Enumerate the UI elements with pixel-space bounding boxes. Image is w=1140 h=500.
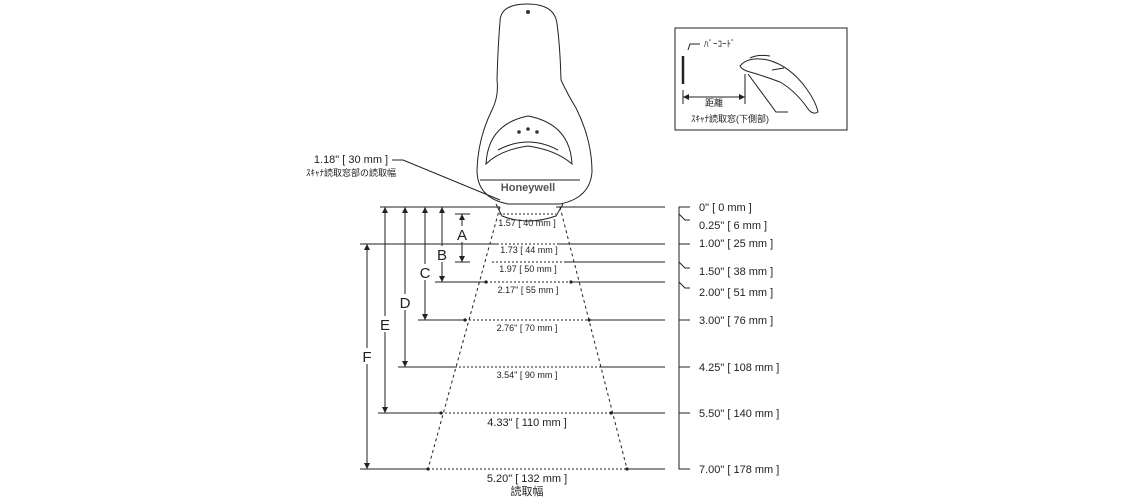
range-label-f: F — [362, 349, 371, 366]
width-label-8: 5.20" [ 132 mm ] — [487, 473, 567, 485]
width-label-4: 2.17" [ 55 mm ] — [498, 285, 559, 295]
scanner-illustration — [476, 3, 593, 222]
range-label-e: E — [380, 317, 390, 334]
window-width-leader — [392, 159, 501, 201]
width-label-2: 1.73 [ 44 mm ] — [500, 245, 558, 255]
distance-label-2: 1.00" [ 25 mm ] — [699, 238, 773, 250]
distance-label-8: 7.00" [ 178 mm ] — [699, 464, 779, 476]
width-label-6: 3.54" [ 90 mm ] — [497, 370, 558, 380]
range-label-d: D — [400, 295, 411, 312]
distance-label-1: 0.25" [ 6 mm ] — [699, 220, 767, 232]
distance-extension-lines — [556, 206, 665, 470]
window-width-label: 1.18" [ 30 mm ] — [314, 154, 388, 166]
distance-label-6: 4.25" [ 108 mm ] — [699, 362, 779, 374]
width-label-1: 1.57 [ 40 mm ] — [498, 218, 556, 228]
distance-label-7: 5.50" [ 140 mm ] — [699, 408, 779, 420]
read-width-caption: 読取幅 — [511, 484, 544, 498]
width-label-3: 1.97 [ 50 mm ] — [499, 264, 557, 274]
range-dimensions — [360, 206, 500, 470]
window-width-caption: ｽｷｬﾅ読取窓部の読取幅 — [306, 167, 396, 178]
brand-logo: Honeywell — [501, 182, 555, 194]
distance-label-3: 1.50" [ 38 mm ] — [699, 266, 773, 278]
inset-window-label: ｽｷｬﾅ読取窓(下側部) — [691, 113, 769, 124]
range-label-c: C — [420, 265, 431, 282]
inset-distance-label: 距離 — [705, 97, 723, 108]
distance-scale — [678, 206, 690, 470]
width-label-7: 4.33" [ 110 mm ] — [487, 417, 567, 429]
inset-figure — [674, 27, 848, 131]
distance-label-4: 2.00" [ 51 mm ] — [699, 287, 773, 299]
width-label-5: 2.76" [ 70 mm ] — [497, 323, 558, 333]
range-label-a: A — [457, 227, 467, 244]
inset-barcode-label: ﾊﾞｰｺｰﾄﾞ — [704, 39, 736, 49]
distance-label-0: 0" [ 0 mm ] — [699, 202, 752, 214]
distance-label-5: 3.00" [ 76 mm ] — [699, 315, 773, 327]
range-label-b: B — [437, 247, 447, 264]
